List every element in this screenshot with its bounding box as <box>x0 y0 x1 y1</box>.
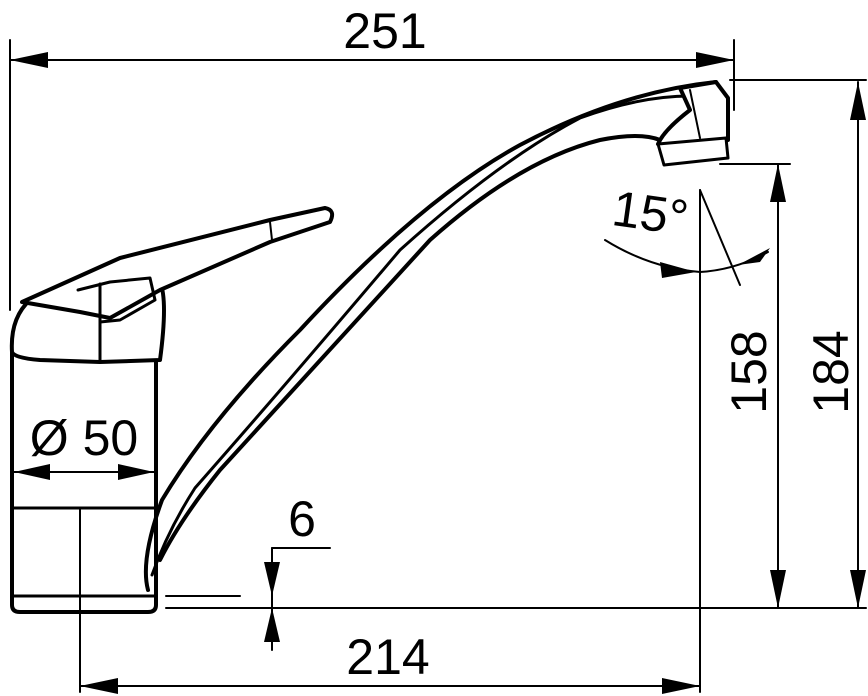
dim-spout-height: 158 <box>719 163 791 609</box>
dim-total-height: 184 <box>729 79 867 609</box>
dim-overall-width: 251 <box>9 3 735 311</box>
faucet-base-cylinder <box>10 350 158 614</box>
head-seam <box>689 89 701 139</box>
dim-diameter-label: Ø 50 <box>30 410 138 466</box>
dim-diameter: Ø 50 <box>13 410 155 480</box>
dim-angle: 15° <box>604 180 770 286</box>
faucet-outline <box>9 80 730 614</box>
dim-251-label: 251 <box>343 3 426 59</box>
lever-tip-line <box>269 221 273 241</box>
dim-angle-label: 15° <box>609 180 692 246</box>
dim-deck-thickness: 6 <box>264 491 331 651</box>
dim-158-label: 158 <box>721 330 777 413</box>
dim-6-label: 6 <box>288 491 316 547</box>
spout-inner <box>158 134 662 562</box>
spout-head <box>656 80 730 150</box>
aerator <box>656 136 730 167</box>
lever-handle <box>20 206 335 320</box>
lever-inner-line <box>76 276 157 324</box>
spout-outer <box>143 80 718 592</box>
dim-184-label: 184 <box>803 330 859 413</box>
spout-center-line <box>150 94 692 577</box>
dim-214-label: 214 <box>346 629 429 685</box>
